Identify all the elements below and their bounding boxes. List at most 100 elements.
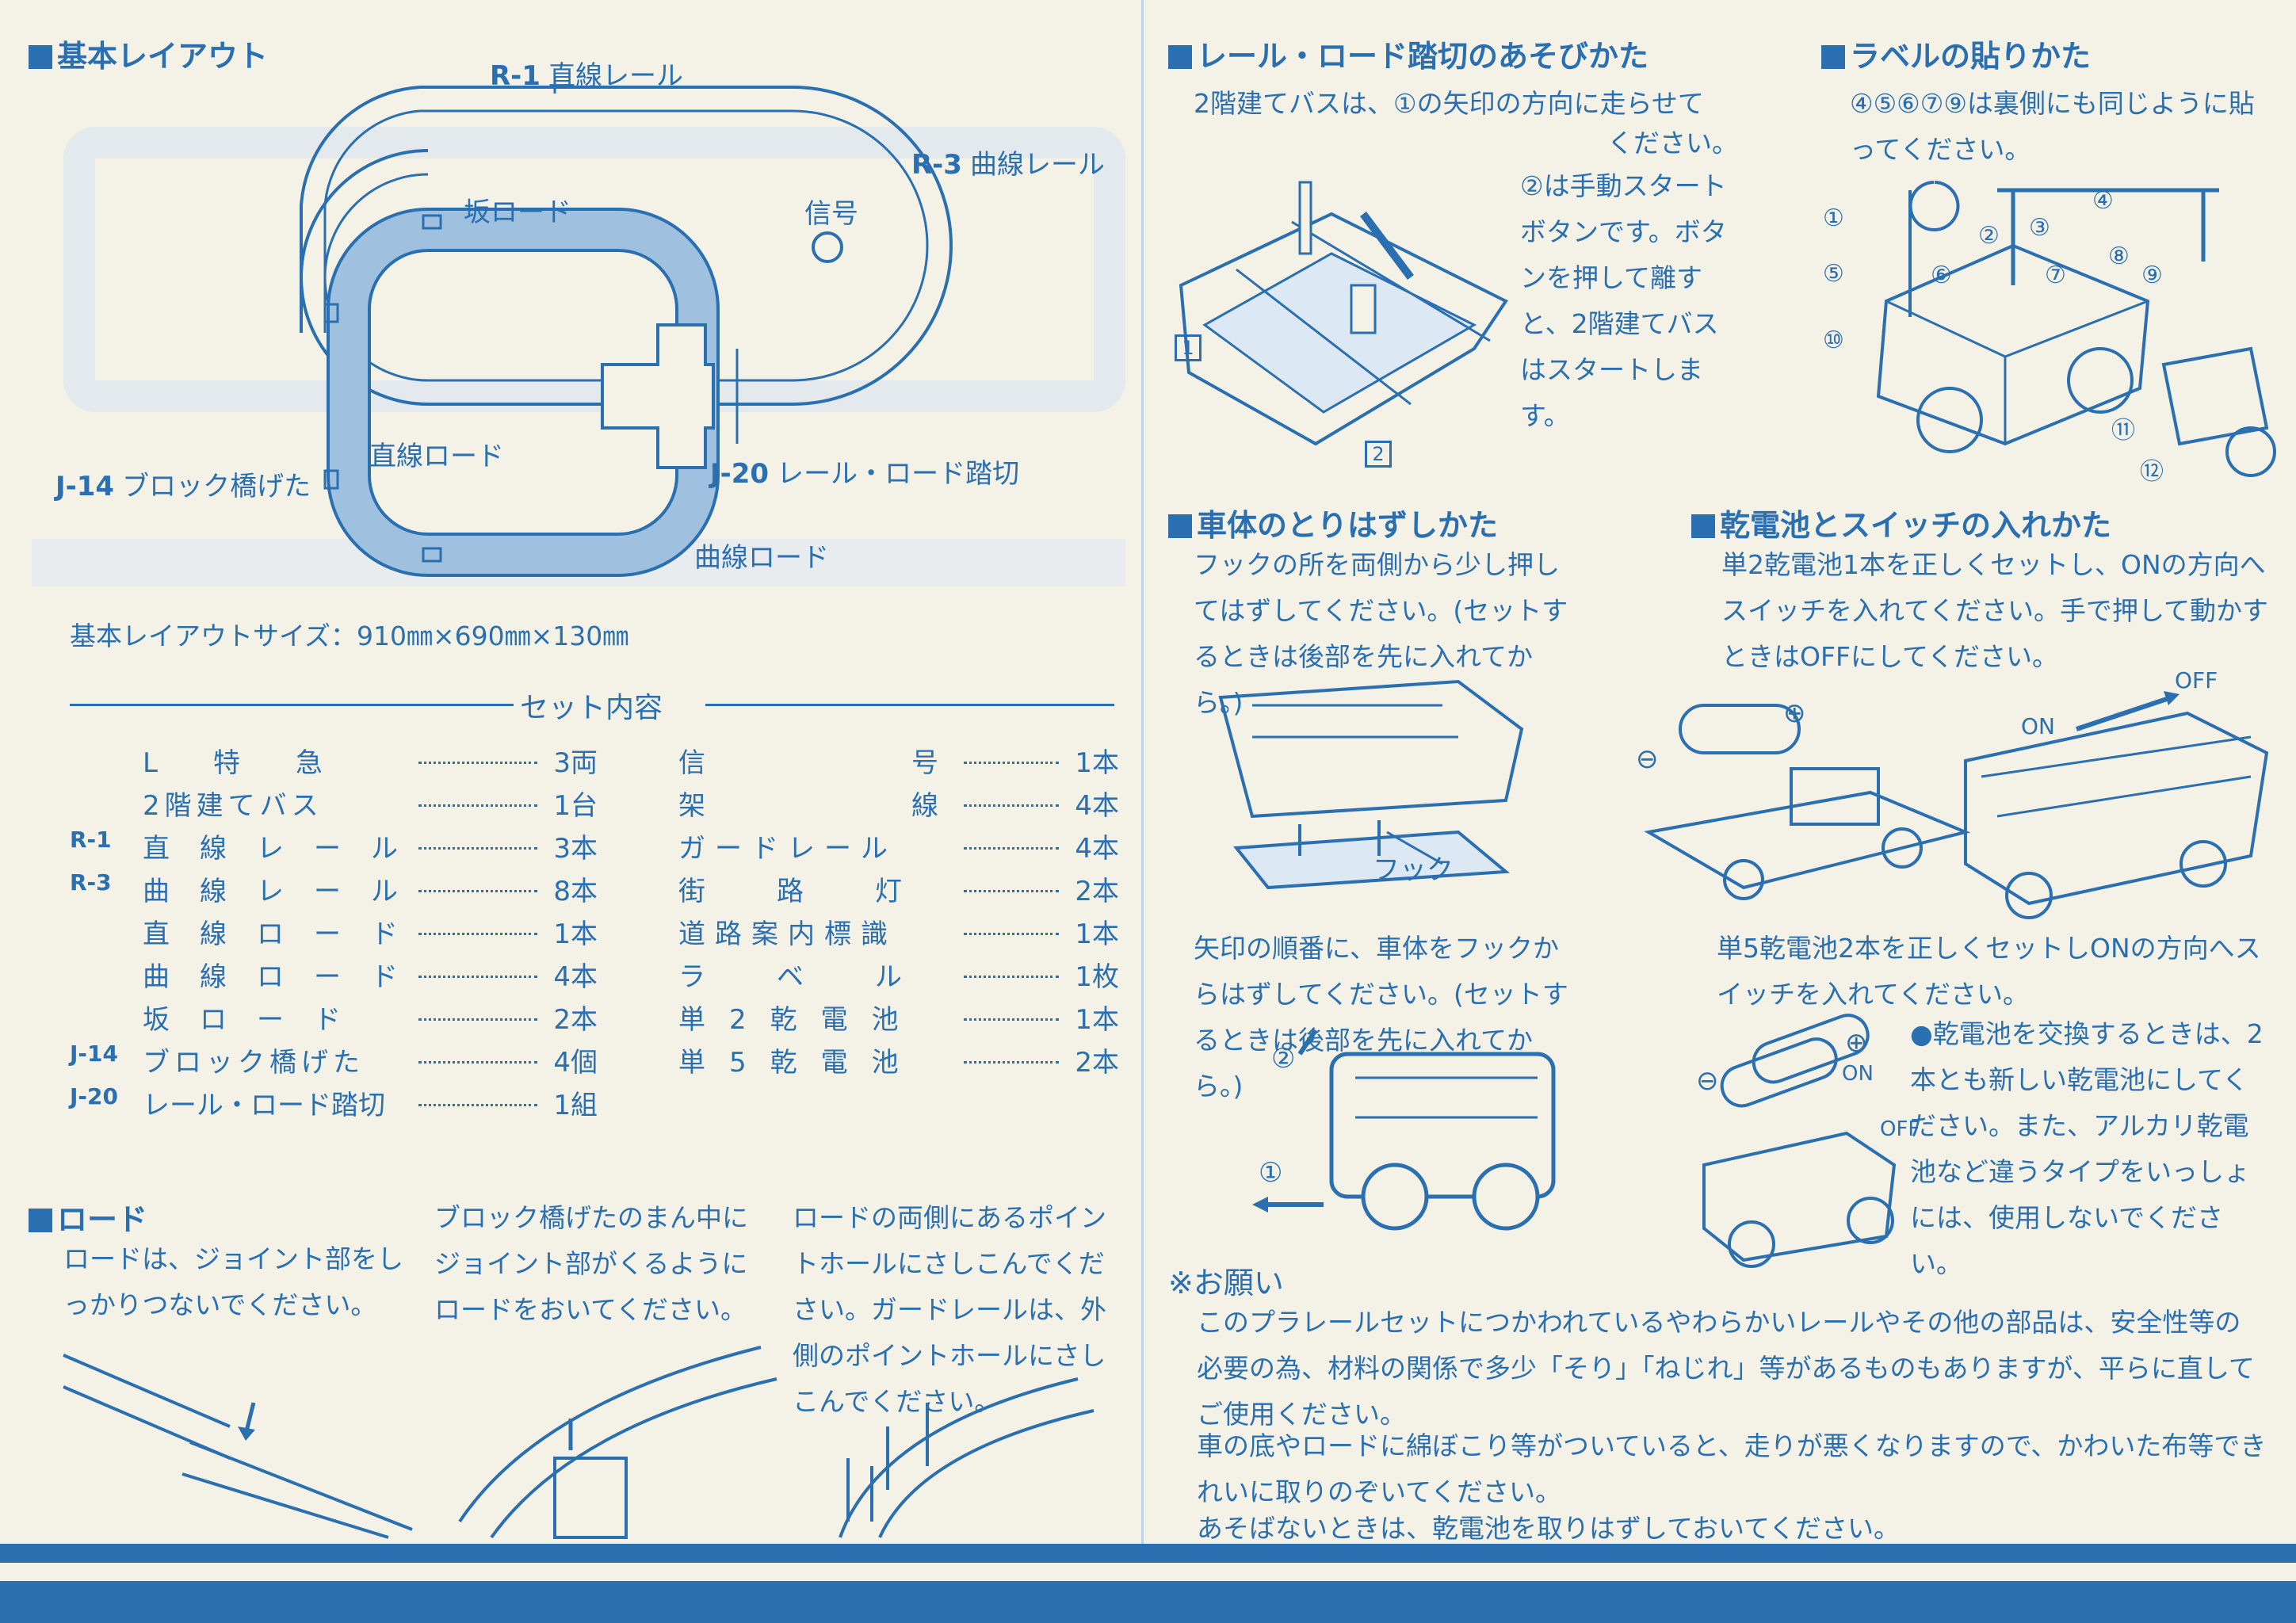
label-marker: ⑩ (1823, 327, 1844, 354)
set-item-right: 単2乾電池 1本 (678, 998, 1122, 1037)
set-item-code: J-14 (70, 1041, 119, 1067)
set-item-code: R-1 (70, 827, 112, 853)
set-item-leader (964, 976, 1059, 978)
set-item-name: 曲線レール (143, 876, 428, 907)
label-marker: ⑦ (2045, 262, 2066, 289)
set-item-qty: 2本 (1075, 876, 1119, 907)
set-item-name: 曲線ロード (143, 961, 428, 993)
layout-diagram (300, 76, 953, 577)
request-p2: 車の底やロードに綿ぼこり等がついていると、走りが悪くなりますので、かわいた布等で… (1197, 1430, 2267, 1507)
set-item-name: 坂ロード (143, 1004, 371, 1036)
body-text-2: 矢印の順番に、車体をフックからはずしてください。(セットするときは後部を先に入れ… (1194, 933, 1568, 1102)
set-item-qty: 2本 (553, 1004, 598, 1036)
set-item-left: L特急 3両 (70, 741, 598, 781)
set-contents-title: セット内容 (520, 692, 663, 724)
request-p1: このプラレールセットにつかわれているやわらかいレールやその他の部品は、安全性等の… (1197, 1307, 2255, 1430)
set-item-leader (418, 976, 537, 978)
request-p3: あそばないときは、乾電池を取りはずしておいてください。 (1197, 1513, 1901, 1544)
set-item-name: 信号 (678, 747, 1144, 779)
set-item-leader (418, 847, 537, 850)
label-marker: ⑫ (2140, 458, 2164, 486)
set-item-name: ラベル (678, 961, 973, 993)
set-item-left: 直線ロード 1本 (70, 912, 598, 952)
crossing-marker-1: 1 (1175, 334, 1201, 361)
battery-heading: 乾電池とスイッチの入れかた (1691, 501, 2111, 544)
set-item-left: J-14 ブロック橋げた 4個 (70, 1041, 598, 1080)
signal-icon (812, 231, 843, 263)
set-item-qty: 2本 (1075, 1047, 1119, 1079)
label-illustration (1876, 181, 2276, 477)
square-bullet-icon (1168, 45, 1192, 69)
bus-arrow-1: ① (1259, 1157, 1283, 1189)
set-item-leader (418, 1061, 537, 1064)
label-marker: ⑤ (1823, 260, 1844, 288)
set-item-qty: 4本 (1075, 833, 1119, 865)
set-item-name: L特急 (143, 747, 378, 779)
set-item-right: ラベル 1枚 (678, 955, 1122, 995)
set-item-qty: 1台 (553, 790, 598, 822)
switch-on-label: ON (2021, 713, 2055, 739)
battery-train-illustration (1644, 691, 2269, 919)
label-marker: ⑪ (2111, 417, 2135, 445)
set-item-leader (418, 933, 537, 935)
set-item-name: 直線レール (143, 833, 428, 865)
set-item-name: 架線 (678, 790, 1144, 822)
set-item-qty: 3本 (553, 833, 598, 865)
road-text-3: ロードの両側にあるポイントホールにさしこんでください。ガードレールは、外側のポイ… (793, 1202, 1106, 1417)
set-item-qty: 1本 (1075, 918, 1119, 950)
set-item-leader (418, 804, 537, 807)
hook-label: フック (1373, 854, 1454, 886)
set-item-leader (964, 890, 1059, 892)
label-marker: ⑧ (2108, 242, 2130, 270)
set-item-leader (418, 1104, 537, 1106)
set-item-leader (964, 762, 1059, 764)
label-curve-road: 曲線ロード (694, 542, 829, 574)
set-item-qty: 1本 (1075, 1004, 1119, 1036)
square-bullet-icon (1821, 45, 1845, 69)
set-title-rule-right (705, 704, 1114, 706)
body-heading: 車体のとりはずしかた (1168, 501, 1498, 544)
set-item-qty: 1枚 (1075, 961, 1119, 993)
square-bullet-icon (1168, 514, 1192, 538)
road-text-1: ロードは、ジョイント部をしっかりつないでください。 (63, 1243, 403, 1320)
road-joint-illustration (63, 1346, 1095, 1539)
label-slope-road: 坂ロード (464, 197, 571, 228)
set-item-name: 直線ロード (143, 918, 428, 950)
set-item-qty: 4個 (553, 1047, 598, 1079)
bus-switch-on: ON (1842, 1062, 1874, 1086)
label-text: ④⑤⑥⑦⑨は裏側にも同じように貼ってください。 (1850, 88, 2255, 165)
rail-track-outer (300, 86, 953, 406)
set-title-rule-left (70, 704, 514, 706)
set-item-name: レール・ロード踏切 (143, 1090, 385, 1121)
set-item-code: R-3 (70, 869, 112, 896)
set-item-name: 道路案内標識 (678, 918, 897, 950)
set-item-right: 道路案内標識 1本 (678, 912, 1122, 952)
set-item-leader (418, 890, 537, 892)
set-item-name: ブロック橋げた (143, 1047, 365, 1079)
rail-left-arc (300, 86, 421, 333)
bus-battery-plus-icon: ⊕ (1845, 1027, 1868, 1059)
set-item-leader (418, 762, 537, 764)
set-item-qty: 1本 (553, 918, 598, 950)
set-item-leader (964, 847, 1059, 850)
set-item-name: 街路灯 (678, 876, 973, 907)
set-item-name: 単2乾電池 (678, 1004, 923, 1036)
bus-battery-illustration (1702, 1014, 1897, 1268)
bus-arrow-2: ② (1271, 1043, 1296, 1075)
label-marker: ⑨ (2141, 262, 2163, 289)
road-text-2: ブロック橋げたのまん中にジョイント部がくるようにロードをおいてください。 (434, 1202, 748, 1325)
switch-off-label: OFF (2175, 667, 2218, 693)
set-item-left: R-1 直線レール 3本 (70, 827, 598, 866)
crossing-line2: ください。 (1607, 128, 1738, 158)
set-item-qty: 3両 (553, 747, 598, 779)
crossing-line1: 2階建てバスは、①の矢印の方向に走らせて (1194, 88, 1704, 119)
